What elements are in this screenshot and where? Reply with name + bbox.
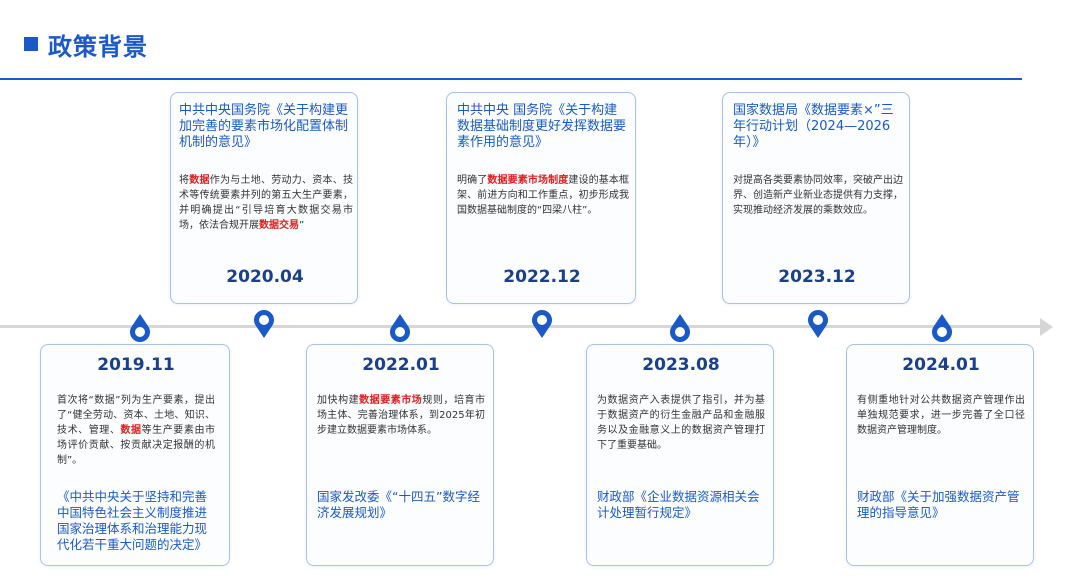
description-text: 等生产要素由市场评价贡献、按贡献决定报酬的机制”。 (57, 425, 216, 466)
description-text: 明确了 (457, 175, 488, 186)
location-pin-icon (390, 314, 410, 342)
event-description: 有侧重地针对公共数据资产管理作出单独规范要求，进一步完善了全口径数据资产管理制度… (857, 393, 1025, 438)
location-pin-icon (254, 310, 274, 338)
event-title: 中共中央 国务院《关于构建数据基础制度更好发挥数据要素作用的意见》 (457, 103, 627, 150)
description-text: ” (299, 220, 305, 231)
event-card-2024-01: 2024.01 有侧重地针对公共数据资产管理作出单独规范要求，进一步完善了全口径… (846, 344, 1034, 566)
page-header: 政策背景 (24, 24, 148, 64)
description-text: 建设的基本框架、前进方向和工作重点，初步形成我国数据基础制度的“四梁八柱”。 (457, 175, 629, 216)
arrow-right-icon (1040, 318, 1053, 336)
location-pin-icon (670, 314, 690, 342)
description-text: 加快构建 (317, 395, 360, 406)
event-date: 2019.11 (97, 355, 175, 375)
event-card-2020-04: 中共中央国务院《关于构建更加完善的要素市场化配置体制机制的意见》 将数据作为与土… (170, 92, 358, 304)
event-description: 首次将“数据”列为生产要素，提出了“健全劳动、资本、土地、知识、技术、管理、数据… (57, 393, 215, 468)
description-text: 首次将“数据”列为生产要素，提出了“健全劳动、资本、土地、知识、技术、管理、 (57, 395, 215, 436)
event-date: 2023.12 (778, 267, 856, 287)
location-pin-icon (932, 314, 952, 342)
description-text: 作为与土地、劳动力、资本、技术等传统要素并列的第五大生产要素，并明确提出“引导培… (179, 175, 353, 231)
description-text: 将 (179, 175, 190, 186)
timeline-axis (0, 325, 1042, 328)
location-pin-icon (130, 314, 150, 342)
event-source: 财政部《企业数据资源相关会计处理暂行规定》 (597, 489, 760, 520)
event-card-2023-08: 2023.08 为数据资产入表提供了指引，并为基于数据资产的衍生金融产品和金融服… (586, 344, 774, 566)
event-card-2022-01: 2022.01 加快构建数据要素市场规则，培育市场主体、完善治理体系，到2025… (306, 344, 494, 566)
event-card-2022-12: 中共中央 国务院《关于构建数据基础制度更好发挥数据要素作用的意见》 明确了数据要… (446, 92, 636, 304)
event-date: 2024.01 (902, 355, 980, 375)
event-description: 对提高各类要素协同效率，突破产出边界、创造新产业新业态提供有力支撑，实现推动经济… (733, 173, 903, 218)
event-description: 将数据作为与土地、劳动力、资本、技术等传统要素并列的第五大生产要素，并明确提出“… (179, 173, 353, 233)
event-source: 《中共中央关于坚持和完善中国特色社会主义制度推进国家治理体系和治理能力现代化若干… (57, 489, 208, 552)
highlight-keyword: 数据 (120, 425, 142, 436)
description-text: 规则，培育市场主体、完善治理体系，到2025年初步建立数据要素市场体系。 (317, 395, 486, 436)
event-description: 明确了数据要素市场制度建设的基本框架、前进方向和工作重点，初步形成我国数据基础制… (457, 173, 629, 218)
event-date: 2022.01 (362, 355, 440, 375)
description-text: 为数据资产入表提供了指引，并为基于数据资产的衍生金融产品和金融服务以及金融意义上… (597, 395, 765, 451)
event-description: 加快构建数据要素市场规则，培育市场主体、完善治理体系，到2025年初步建立数据要… (317, 393, 485, 438)
square-bullet-icon (24, 37, 38, 51)
event-date: 2023.08 (642, 355, 720, 375)
event-title: 中共中央国务院《关于构建更加完善的要素市场化配置体制机制的意见》 (179, 103, 349, 150)
description-text: 有侧重地针对公共数据资产管理作出单独规范要求，进一步完善了全口径数据资产管理制度… (857, 395, 1025, 436)
event-date: 2022.12 (503, 267, 581, 287)
highlight-keyword: 数据交易 (259, 220, 299, 231)
location-pin-icon (808, 310, 828, 338)
event-description: 为数据资产入表提供了指引，并为基于数据资产的衍生金融产品和金融服务以及金融意义上… (597, 393, 765, 453)
event-source: 国家发改委《“十四五”数字经济发展规划》 (317, 489, 480, 520)
highlight-keyword: 数据 (189, 175, 210, 186)
highlight-keyword: 数据要素市场 (359, 395, 423, 406)
description-text: 对提高各类要素协同效率，突破产出边界、创造新产业新业态提供有力支撑，实现推动经济… (733, 175, 903, 216)
event-card-2019-11: 2019.11 首次将“数据”列为生产要素，提出了“健全劳动、资本、土地、知识、… (40, 344, 230, 566)
page-title: 政策背景 (48, 32, 148, 61)
event-source: 财政部《关于加强数据资产管理的指导意见》 (857, 489, 1020, 520)
event-card-2023-12: 国家数据局《数据要素×”三年行动计划（2024—2026年）》 对提高各类要素协… (722, 92, 910, 304)
highlight-keyword: 数据要素市场制度 (487, 175, 569, 186)
header-divider (0, 78, 1022, 80)
event-date: 2020.04 (226, 267, 304, 287)
location-pin-icon (532, 310, 552, 338)
event-title: 国家数据局《数据要素×”三年行动计划（2024—2026年）》 (733, 103, 894, 150)
